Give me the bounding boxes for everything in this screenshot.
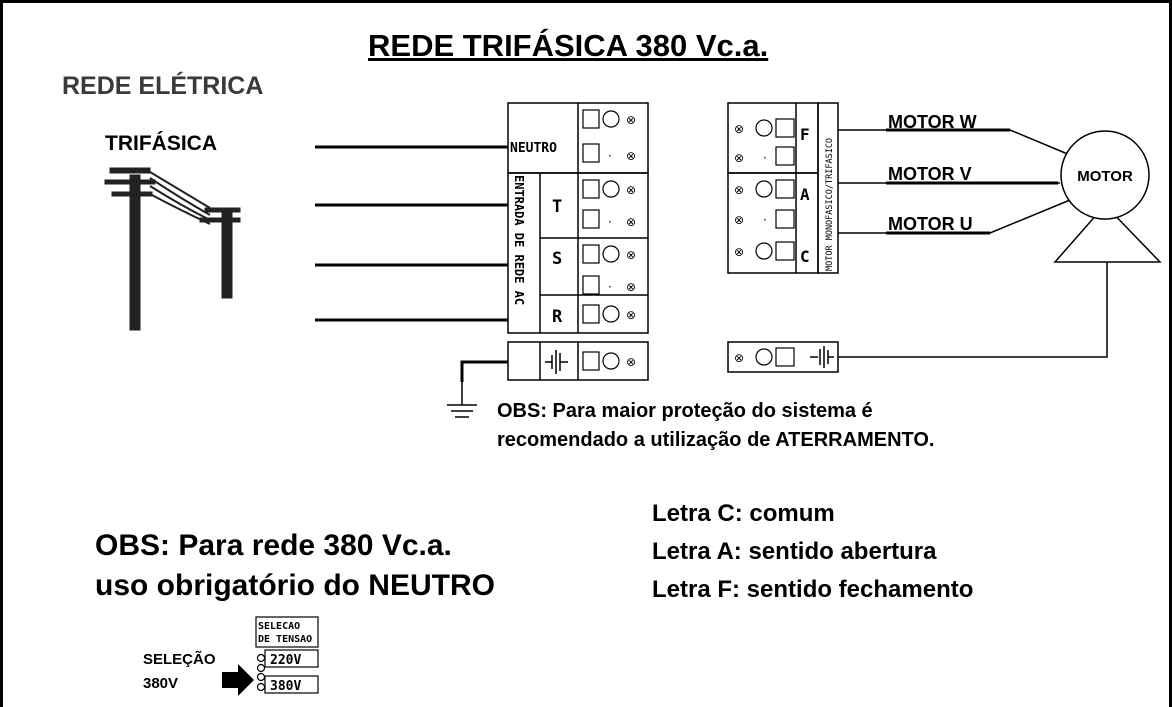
motor-screw-marks: ⊗ ⊗ · ⊗ ⊗ · ⊗ <box>734 122 767 259</box>
voltage-selector <box>255 616 319 694</box>
neutral-note-line1: OBS: Para rede 380 Vc.a. <box>95 529 452 562</box>
neutral-note: OBS: Para rede 380 Vc.a. uso obrigatório… <box>95 526 495 606</box>
arrow-right-icon <box>222 664 254 696</box>
ground-note-line2: recomendado a utilização de ATERRAMENTO. <box>497 429 935 451</box>
svg-text:·: · <box>763 213 767 227</box>
voltage-pointer-line1: SELEÇÃO <box>143 651 216 668</box>
neutral-note-line2: uso obrigatório do NEUTRO <box>95 569 495 602</box>
svg-text:⊗: ⊗ <box>626 215 636 229</box>
svg-text:⊗: ⊗ <box>734 122 744 136</box>
svg-text:⊗: ⊗ <box>626 149 636 163</box>
svg-text:·: · <box>608 215 612 229</box>
phase-r-label: R <box>552 307 563 327</box>
supply-lines <box>315 145 508 322</box>
neutral-terminal-label: NEUTRO <box>510 141 557 156</box>
terminal-legend: Letra C: comum Letra A: sentido abertura… <box>652 495 973 609</box>
svg-text:⊗: ⊗ <box>626 280 636 294</box>
motor-ground-screw-mark: ⊗ <box>734 351 744 365</box>
terminal-f-label: F <box>800 125 810 144</box>
utility-pole-icon <box>104 167 241 331</box>
svg-text:⊗: ⊗ <box>626 308 636 322</box>
phase-t-label: T <box>552 197 562 217</box>
legend-item: Letra A: sentido abertura <box>652 538 937 565</box>
input-terminal-block <box>507 102 649 334</box>
ground-symbol-icon <box>447 382 477 418</box>
ground-note: OBS: Para maior proteção do sistema é re… <box>497 397 934 455</box>
network-label: REDE ELÉTRICA <box>62 72 264 100</box>
motor-ground-terminal <box>727 341 839 373</box>
network-type-label: TRIFÁSICA <box>105 132 217 155</box>
voltage-pointer-label: SELEÇÃO 380V <box>143 648 216 696</box>
input-screw-marks: ⊗ ⊗ · ⊗ ⊗ · ⊗ ⊗ · ⊗ <box>608 113 636 322</box>
motor-block-vertical-label: MOTOR MONOFASICO/TRIFASICO <box>825 138 835 271</box>
motor-label: MOTOR <box>1077 168 1133 185</box>
voltage-header-line1: SELECAO <box>258 621 300 632</box>
terminal-a-label: A <box>800 185 810 204</box>
motor-icon <box>1053 130 1162 263</box>
ground-note-line1: OBS: Para maior proteção do sistema é <box>497 400 873 422</box>
svg-text:·: · <box>763 151 767 165</box>
page-title: REDE TRIFÁSICA 380 Vc.a. <box>368 28 769 63</box>
svg-text:⊗: ⊗ <box>734 183 744 197</box>
svg-text:⊗: ⊗ <box>734 245 744 259</box>
legend-item: Letra C: comum <box>652 500 835 527</box>
svg-text:⊗: ⊗ <box>626 248 636 262</box>
ground-wire <box>460 360 508 382</box>
input-block-vertical-label: ENTRADA DE REDE AC <box>512 175 526 305</box>
voltage-header-line2: DE TENSAO <box>258 634 312 645</box>
phase-s-label: S <box>552 249 562 269</box>
svg-text:·: · <box>608 149 612 163</box>
motor-v-label: MOTOR V <box>888 164 972 184</box>
svg-text:⊗: ⊗ <box>626 183 636 197</box>
ground-screw-mark: ⊗ <box>626 355 636 369</box>
voltage-option-380: 380V <box>270 679 301 694</box>
legend-item: Letra F: sentido fechamento <box>652 576 974 603</box>
terminal-c-label: C <box>800 247 810 266</box>
svg-text:⊗: ⊗ <box>626 113 636 127</box>
voltage-option-220: 220V <box>270 653 301 668</box>
svg-text:·: · <box>608 280 612 294</box>
voltage-pointer-line2: 380V <box>143 675 179 692</box>
motor-terminal-block <box>727 102 839 274</box>
motor-u-label: MOTOR U <box>888 214 973 234</box>
svg-text:⊗: ⊗ <box>734 213 744 227</box>
motor-w-label: MOTOR W <box>888 112 977 132</box>
svg-text:⊗: ⊗ <box>734 151 744 165</box>
